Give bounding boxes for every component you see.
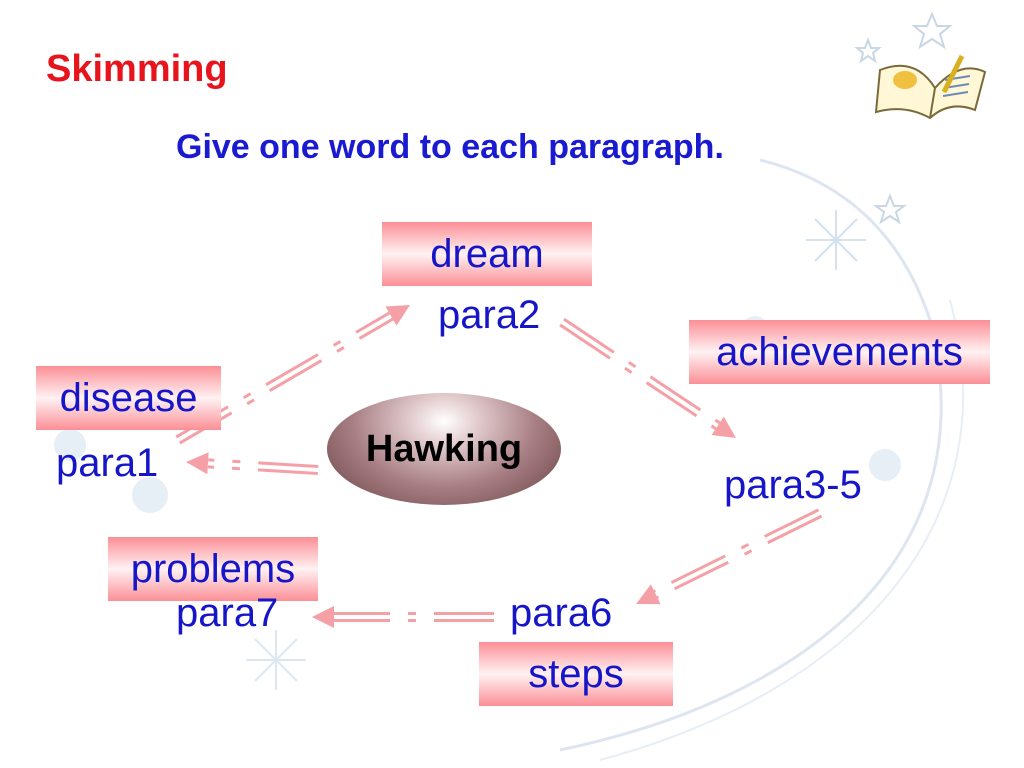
arrow-para2-to-para3-5 xyxy=(559,317,736,438)
arrow-para6-to-para7 xyxy=(312,606,494,628)
center-node-hawking: Hawking xyxy=(327,393,561,505)
background-swirl xyxy=(559,158,943,752)
instruction-text: Give one word to each paragraph. xyxy=(176,128,724,166)
open-book-icon xyxy=(874,54,987,120)
slide-title: Skimming xyxy=(46,48,228,90)
word-box-problems: problems xyxy=(108,537,318,601)
word-box-dream: dream xyxy=(382,222,592,286)
word-box-disease: disease xyxy=(36,366,221,430)
paragraph-label-para7: para7 xyxy=(176,591,279,635)
paragraph-label-para1: para1 xyxy=(56,441,159,485)
paragraph-label-para2: para2 xyxy=(438,293,541,337)
arrow-center-to-para1 xyxy=(186,452,319,475)
paragraph-label-para3-5: para3-5 xyxy=(724,463,862,507)
star-icon xyxy=(854,11,953,225)
word-box-steps: steps xyxy=(479,642,673,706)
word-box-achievements: achievements xyxy=(689,320,990,384)
snowflake-icon xyxy=(806,210,866,270)
paragraph-label-para6: para6 xyxy=(510,591,613,635)
snowflake-icon xyxy=(246,630,306,690)
background-swirl xyxy=(599,299,965,761)
arrow-para3-5-to-para6 xyxy=(636,508,823,605)
